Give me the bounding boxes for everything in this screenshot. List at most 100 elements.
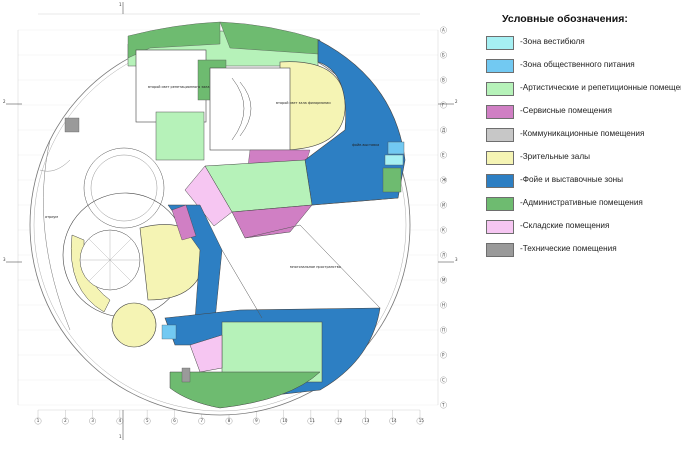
legend-label: -Зона общественного питания [520,60,635,69]
legend-title: Условные обозначения: [502,13,628,25]
row-axis-bubble [440,26,447,34]
legend-swatch [486,197,514,211]
column-axis-label: 7 [201,418,204,423]
zone-service-center [231,204,313,239]
radial-walls [221,197,399,319]
legend-item-catering: -Зона общественного питания [486,58,681,74]
row-axis-bubble [440,326,447,334]
legend-item-communication: -Коммуникационные помещения [486,127,681,143]
legend-item-vestibule: -Зона вестибюля [486,35,681,51]
left-ring-arc [43,139,71,331]
legend-label: -Складские помещения [520,221,610,230]
row-axis-bubble [440,401,447,409]
legend-item-technical: -Технические помещения [486,242,681,258]
zone-storage-bottom [189,334,223,373]
label-main-stage-light: второй свет зала филармонии [276,101,331,105]
row-axis-bubble [440,76,447,84]
section-mark-1-top: 1 [119,2,122,7]
zone-catering-bottom [161,324,177,340]
legend-item-foyer: -Фойе и выставочные зоны [486,173,681,189]
column-axis-label: 10 [282,418,288,423]
zone-lobby-right [384,154,404,166]
label-rehearsal-light: второй свет репетиционного зала [148,85,209,89]
row-axis-label: И [442,203,445,208]
column-axis-label: 4 [119,418,122,423]
column-axis-bubble [143,417,151,425]
label-multi-space: многозальное пространство [290,265,341,269]
row-axis-label: К [442,228,445,233]
column-axis-label: 15 [419,418,425,423]
legend-swatch [486,243,514,257]
column-axis-bubble [307,417,315,425]
column-axis-label: 11 [310,418,316,423]
column-axis-label: 14 [392,418,398,423]
zone-admin-right [382,167,402,193]
section-mark-3-left: 3 [3,257,6,262]
row-axis-label: Р [442,353,445,358]
grid-lines [17,13,439,411]
legend-label: -Сервисные помещения [520,106,612,115]
section-mark-1-bottom: 1 [119,434,122,439]
column-axis-label: 3 [91,418,94,423]
section-mark-2-right: 2 [455,99,458,104]
zone-tech-bottom [181,367,191,383]
row-axis-bubble [440,101,447,109]
row-axis-bubble [440,301,447,309]
legend-label: -Фойе и выставочные зоны [520,175,624,184]
column-axis-bubble [252,417,260,425]
legend-item-storage: -Складские помещения [486,219,681,235]
section-mark-2-left: 2 [3,99,6,104]
column-axis-bubble [416,417,424,425]
legend-item-auditoriums: -Зрительные залы [486,150,681,166]
section-mark-3-right: 3 [455,257,458,262]
column-axis-bubble [362,417,369,425]
hall-radials [80,230,140,290]
zone-admin-bottom [169,371,321,409]
column-axis-bubble [334,417,342,425]
legend-swatch [486,59,514,73]
main-stage [209,67,291,151]
row-axis-bubble [440,276,447,284]
legend-item-artistic: -Артистические и репетиционные помещения [486,81,681,97]
column-axis-label: 5 [146,418,149,423]
row-axis-label: Н [442,303,445,308]
row-axis-bubble [440,151,447,159]
column-axis-label: 12 [337,418,343,423]
upper-ring-inner [90,154,158,222]
label-atrium: атриум [45,215,58,219]
stage-arcs [231,77,252,141]
legend-swatch [486,36,514,50]
column-axis-label: 2 [64,418,67,423]
legend-label: -Технические помещения [520,244,617,253]
legend-swatch [486,174,514,188]
row-axis-bubble [440,351,447,359]
row-axis-label: Т [441,403,445,408]
row-axis-label: С [442,378,445,383]
legend-label: -Коммуникационные помещения [520,129,645,138]
column-axis-bubble [225,417,233,425]
row-axis-label: Д [442,128,445,133]
row-axis-label: Г [442,103,445,108]
column-axis-label: 8 [228,418,231,423]
row-axis-label: Л [442,253,445,258]
column-axis-bubble [61,417,69,425]
legend-swatch [486,128,514,142]
column-axis-bubble [198,417,206,425]
row-axis-bubble [440,51,447,59]
legend-item-admin: -Административные помещения [486,196,681,212]
row-axis-label: А [442,28,445,33]
zone-tech-left [64,117,80,133]
legend-swatch [486,82,514,96]
column-axis-bubble [89,417,96,425]
legend-item-service: -Сервисные помещения [486,104,681,120]
row-axis-label: М [442,278,446,283]
floor-plan: второй свет репетиционного зала второй с… [3,2,458,440]
row-axis-label: Б [442,53,445,58]
row-axis-bubble [440,176,447,184]
legend-swatch [486,151,514,165]
row-axis-label: П [442,328,445,333]
row-axis-label: Е [442,153,445,158]
column-axis-label: 1 [37,418,40,423]
zone-admin-top [127,21,221,59]
